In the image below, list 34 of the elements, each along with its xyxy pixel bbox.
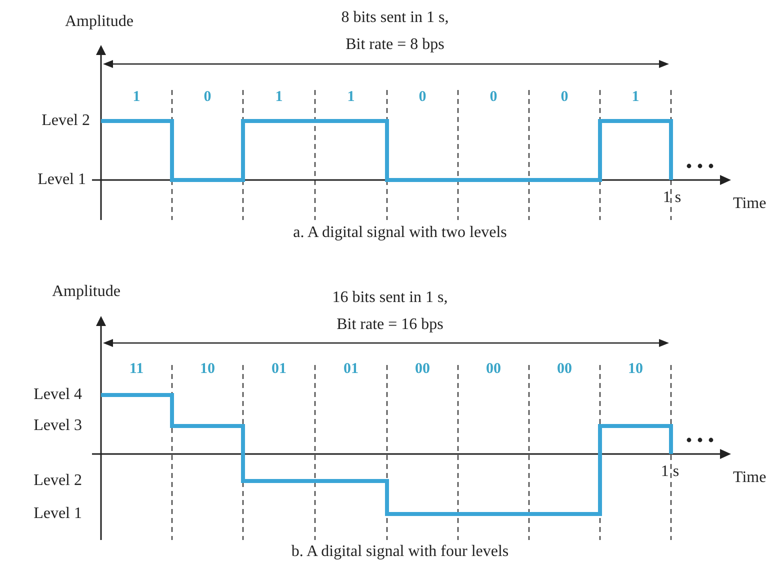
bit-value: 1 [632,88,640,106]
bit-value: 1 [132,88,140,106]
rate-note: Bit rate = 16 bps [336,316,444,334]
level-label: Level 2 [34,472,82,490]
time-mark: 1 s [662,189,682,207]
bit-value: 0 [418,88,426,106]
rate-note: 8 bits sent in 1 s, [341,9,449,27]
bit-value: 00 [486,360,501,378]
time-mark: 1 s [660,463,680,481]
bit-value: 1 [275,88,283,106]
rate-note: Bit rate = 8 bps [346,36,444,54]
level-label: Level 2 [42,112,90,130]
axis-title: Time [733,195,766,213]
level-label: Level 1 [38,171,86,189]
bit-value: 01 [272,360,286,378]
bit-value: 0 [490,88,498,106]
rate-note: 16 bits sent in 1 s, [332,289,448,307]
bit-value: 01 [344,360,358,378]
axis-title: Amplitude [52,283,120,301]
bit-value: 00 [415,360,430,378]
bit-value: 10 [200,360,215,378]
bit-value: 11 [129,360,144,378]
bit-value: 0 [560,88,568,106]
level-label: Level 1 [34,505,82,523]
level-label: Level 4 [34,386,82,404]
level-label: Level 3 [34,417,82,435]
bit-value: 1 [347,88,355,106]
caption: b. A digital signal with four levels [291,543,509,561]
axis-title: Amplitude [65,13,134,31]
bit-value: 10 [628,360,643,378]
axis-title: Time [733,469,766,487]
bit-value: 00 [557,360,572,378]
caption: a. A digital signal with two levels [293,224,507,242]
bit-value: 0 [204,88,212,106]
